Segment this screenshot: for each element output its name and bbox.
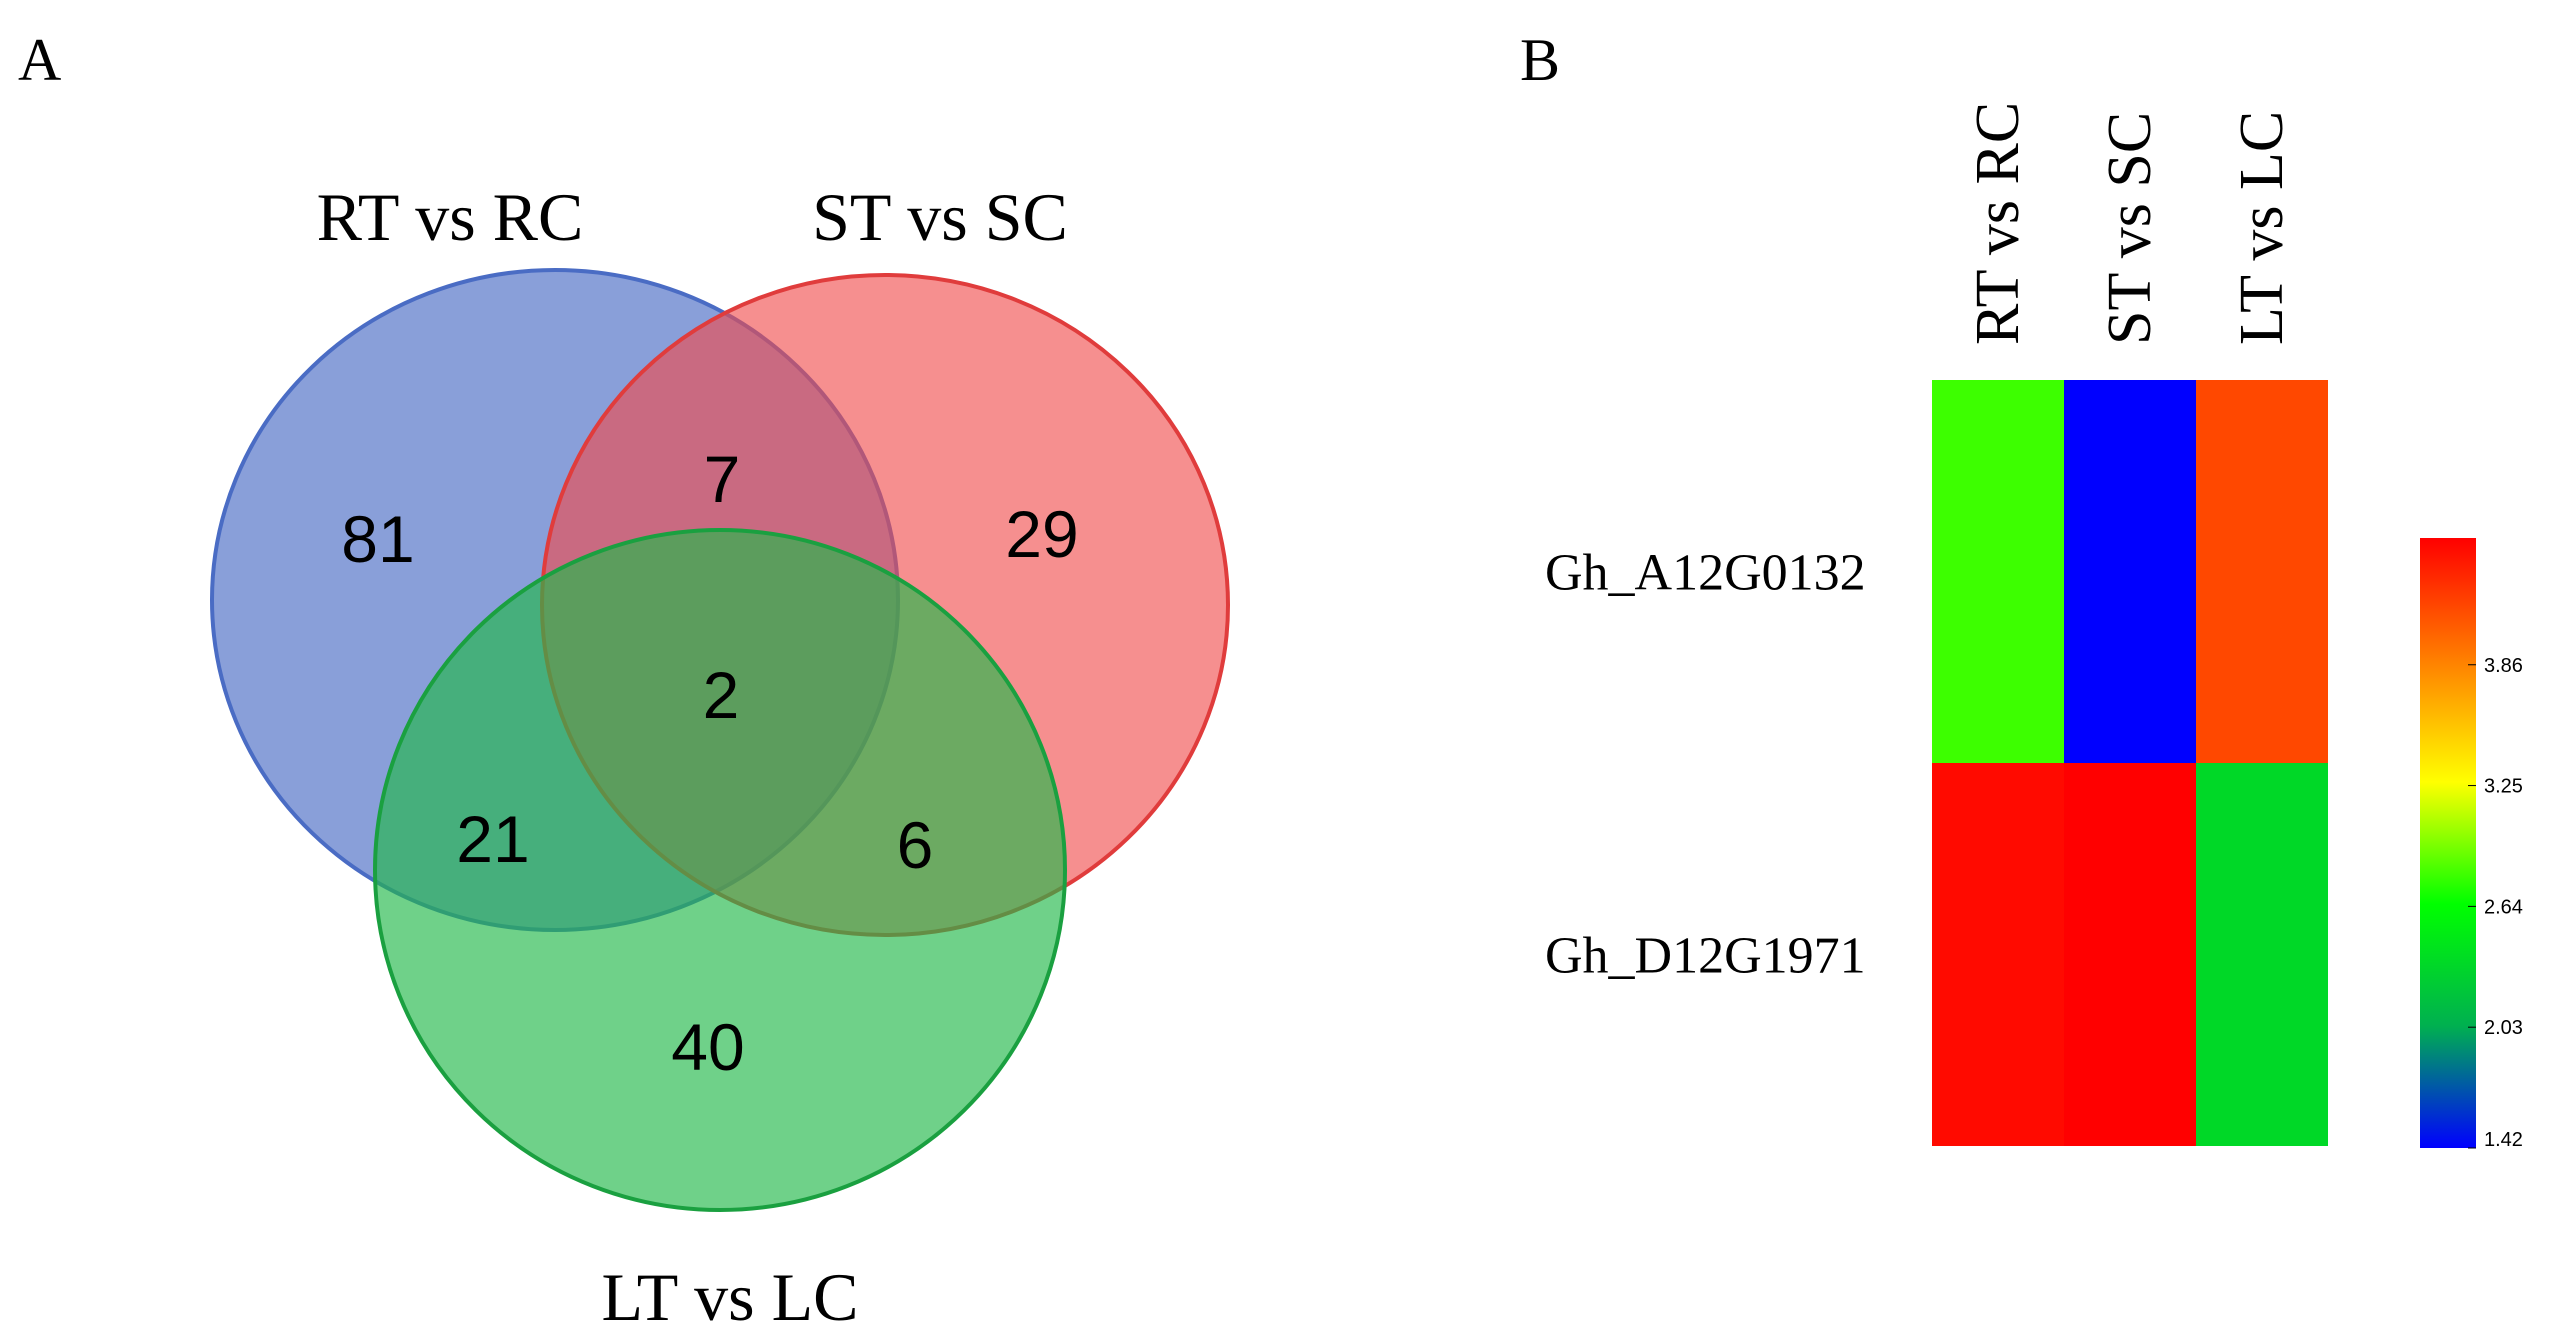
heatmap-cell-r1-c2: [2196, 763, 2328, 1146]
heatmap-cells: [1932, 380, 2328, 1146]
heatmap-cell-r1-c1: [2064, 763, 2196, 1146]
heatmap-row-label-0: Gh_A12G0132: [1545, 545, 1866, 602]
heatmap-cell-r0-c2: [2196, 380, 2328, 763]
colorbar-ticks: 1.42 2.03 2.64 3.25 3.86: [2468, 655, 2523, 1151]
colorbar-tick-label-4: 3.86: [2484, 655, 2523, 677]
heatmap-column-label-2: LT vs LC: [2228, 111, 2296, 345]
colorbar-tick-label-3: 3.25: [2484, 776, 2523, 798]
colorbar-tick-label-2: 2.64: [2484, 896, 2523, 918]
heatmap: RT vs RC ST vs SC LT vs LC Gh_A12G0132Gh_D…: [1545, 102, 2328, 1146]
panel-letter-b: B: [1520, 27, 1560, 93]
heatmap-column-label-1: ST vs SC: [2096, 112, 2164, 345]
venn-count-all: 2: [703, 658, 740, 732]
panel-letter-a: A: [18, 27, 61, 93]
colorbar-gradient: [2420, 538, 2476, 1148]
colorbar-tick-label-1: 2.03: [2484, 1017, 2523, 1039]
heatmap-cell-r1-c0: [1932, 763, 2064, 1146]
heatmap-column-label-0: RT vs RC: [1964, 102, 2032, 345]
venn-set-label-lt-vs-lc: LT vs LC: [602, 1259, 859, 1335]
heatmap-cell-r0-c1: [2064, 380, 2196, 763]
venn-count-rt-lt: 21: [456, 802, 529, 876]
colorbar-tick-label-0: 1.42: [2484, 1129, 2523, 1151]
venn-set-label-st-vs-sc: ST vs SC: [812, 179, 1068, 255]
venn-count-rt-only: 81: [341, 502, 414, 576]
venn-diagram: RT vs RC ST vs SC LT vs LC 81 29 40 7 21…: [210, 179, 1230, 1335]
venn-count-lt-only: 40: [671, 1010, 744, 1084]
heatmap-row-label-1: Gh_D12G1971: [1545, 928, 1866, 985]
venn-circle-lt-vs-lc: [373, 528, 1067, 1212]
venn-count-st-lt: 6: [897, 808, 934, 882]
venn-set-label-rt-vs-rc: RT vs RC: [317, 179, 584, 255]
heatmap-cell-r0-c0: [1932, 380, 2064, 763]
heatmap-column-labels: RT vs RC ST vs SC LT vs LC: [1964, 102, 2296, 345]
venn-count-rt-st: 7: [704, 442, 741, 516]
venn-count-st-only: 29: [1005, 497, 1078, 571]
colorbar: 1.42 2.03 2.64 3.25 3.86: [2420, 538, 2523, 1151]
